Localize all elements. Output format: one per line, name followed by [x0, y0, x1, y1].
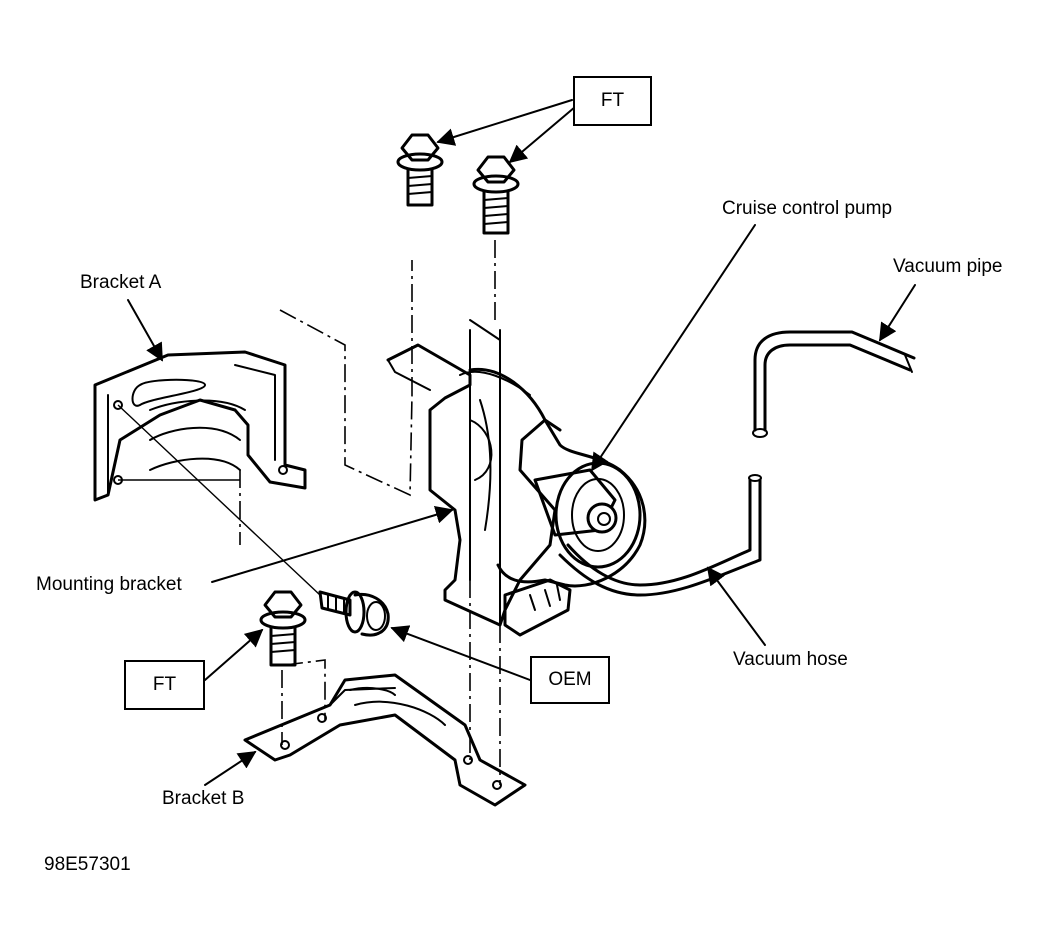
- leader-vacuum-hose: [706, 566, 766, 646]
- leader-ft-top-right: [508, 106, 576, 164]
- cruise-control-pump-part: [468, 367, 647, 637]
- leader-bracket-b: [204, 751, 257, 786]
- mounting-bracket-part: [386, 319, 562, 627]
- leader-vacuum-pipe: [879, 284, 916, 342]
- callout-ft-bottom-text: FT: [152, 674, 177, 695]
- bolt-ft-top-left: [396, 133, 444, 207]
- label-bracket-a: Bracket A: [80, 272, 162, 293]
- label-vacuum-hose: Vacuum hose: [733, 649, 848, 670]
- vacuum-hose-part: [558, 474, 762, 597]
- callout-ft-bottom: FT: [124, 660, 205, 710]
- bolt-ft-top-right: [472, 155, 520, 235]
- label-cruise-control-pump: Cruise control pump: [722, 198, 893, 219]
- bracket-a-part: [93, 350, 307, 502]
- callout-ft-top-text: FT: [600, 90, 625, 111]
- leader-oem: [390, 625, 531, 681]
- label-vacuum-pipe: Vacuum pipe: [893, 256, 1003, 277]
- callout-ft-top: FT: [573, 76, 652, 126]
- bolt-ft-bottom: [259, 590, 307, 667]
- bolt-oem: [318, 590, 390, 637]
- leader-cruise-control-pump: [591, 224, 756, 472]
- bracket-a-plane: [279, 309, 413, 497]
- leader-ft-top-left: [436, 99, 573, 146]
- leader-bracket-a: [127, 299, 163, 362]
- figure-id: 98E57301: [44, 854, 131, 875]
- label-mounting-bracket: Mounting bracket: [36, 574, 182, 595]
- leader-mounting-bracket: [211, 506, 454, 583]
- bracket-b-part: [243, 673, 527, 807]
- leader-ft-bottom: [204, 628, 264, 681]
- label-bracket-b: Bracket B: [162, 788, 245, 809]
- callout-oem-text: OEM: [548, 669, 592, 690]
- callout-oem: OEM: [530, 656, 610, 704]
- vacuum-pipe-part: [752, 330, 916, 438]
